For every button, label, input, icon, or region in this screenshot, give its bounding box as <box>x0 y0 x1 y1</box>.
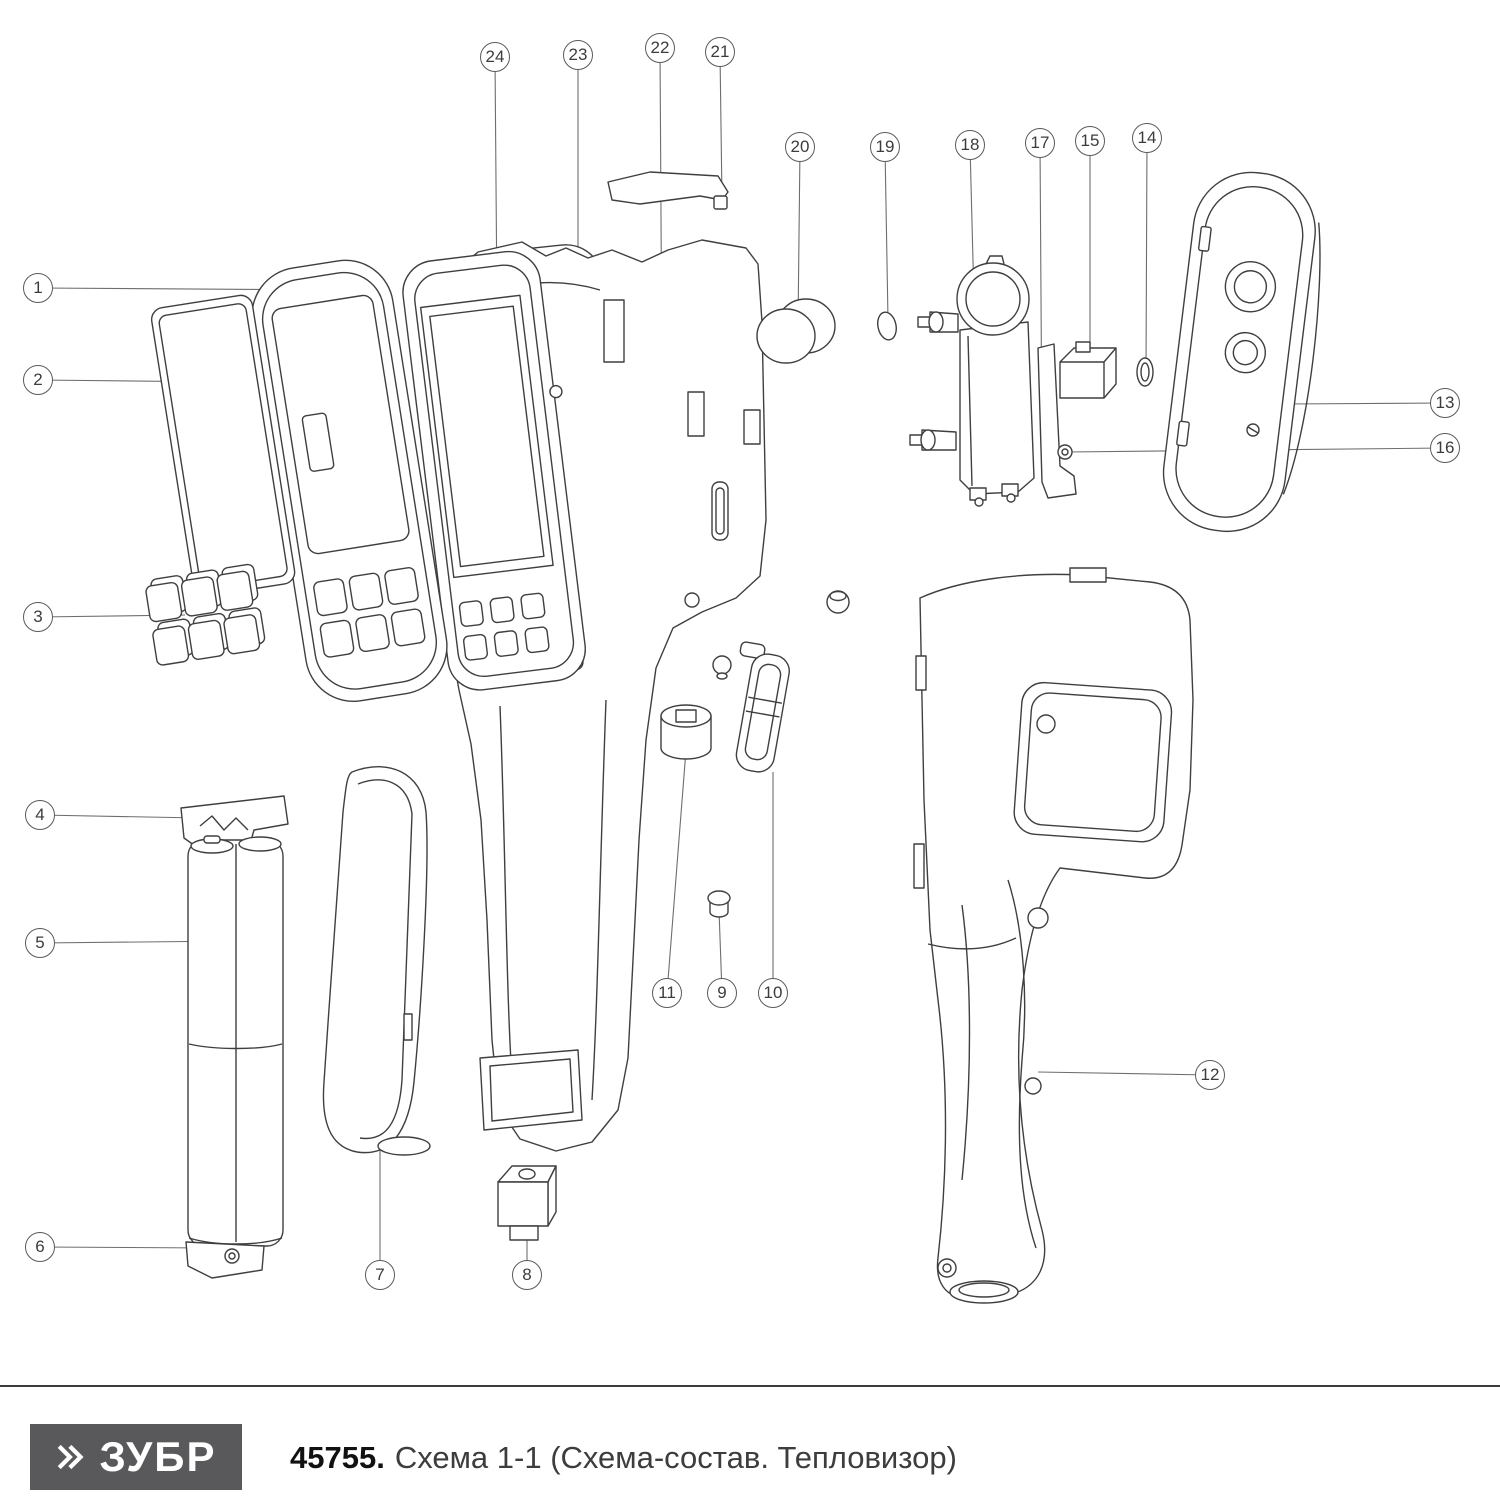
document-title: 45755. Схема 1-1 (Схема-состав. Тепловизо… <box>290 1440 957 1476</box>
brand-text: ЗУБР <box>99 1433 217 1480</box>
callout-6: 6 <box>25 1232 55 1262</box>
callout-19: 19 <box>870 132 900 162</box>
part-5-batteries <box>187 835 284 1247</box>
part-3-keypad <box>145 563 266 666</box>
callout-13: 13 <box>1430 388 1460 418</box>
footer-divider <box>0 1385 1500 1387</box>
brand-arrow-icon <box>58 1444 85 1470</box>
document-number: 45755. <box>290 1440 385 1475</box>
part-2-display-glass <box>150 294 296 597</box>
part-6-battery-contact-bottom <box>185 1241 265 1279</box>
callout-11: 11 <box>652 978 682 1008</box>
callout-8: 8 <box>512 1260 542 1290</box>
callout-5: 5 <box>25 928 55 958</box>
part-18-sensor-module <box>909 255 1035 507</box>
callout-2: 2 <box>23 365 53 395</box>
part-19-disc <box>877 311 897 341</box>
callout-21: 21 <box>705 37 735 67</box>
part-15-mount-block <box>1059 341 1117 399</box>
callout-10: 10 <box>758 978 788 1008</box>
brand-logo: ЗУБР <box>30 1424 242 1490</box>
callout-24: 24 <box>480 42 510 72</box>
part-17-bracket <box>1037 343 1077 499</box>
part-10-clip <box>735 641 790 773</box>
callout-20: 20 <box>785 132 815 162</box>
callout-1: 1 <box>23 273 53 303</box>
callout-15: 15 <box>1075 126 1105 156</box>
part-11-bushing <box>660 704 712 760</box>
part-20-lens-ring <box>756 298 836 364</box>
part-8-tripod-nut <box>497 1165 557 1241</box>
callout-22: 22 <box>645 33 675 63</box>
callout-23: 23 <box>563 40 593 70</box>
schema-title: Схема 1-1 (Схема-состав. Тепловизор) <box>394 1440 957 1475</box>
callout-18: 18 <box>955 130 985 160</box>
callout-12: 12 <box>1195 1060 1225 1090</box>
part-13-front-lens-cover <box>1162 171 1321 533</box>
callout-17: 17 <box>1025 128 1055 158</box>
part-1-front-bezel <box>251 259 448 702</box>
callout-16: 16 <box>1430 433 1460 463</box>
callout-14: 14 <box>1132 123 1162 153</box>
part-24-display-frame <box>402 250 586 691</box>
part-9-screw-plug <box>707 890 731 918</box>
part-14-lens-disc <box>1136 357 1154 387</box>
part-12-rear-housing <box>913 567 1194 1304</box>
part-16-screw <box>1246 423 1260 437</box>
callout-7: 7 <box>365 1260 395 1290</box>
part-ball-detent <box>826 590 850 614</box>
part-7-battery-cover <box>322 766 431 1156</box>
callout-9: 9 <box>707 978 737 1008</box>
part-pin <box>712 655 732 680</box>
callout-3: 3 <box>23 602 53 632</box>
callout-4: 4 <box>25 800 55 830</box>
part-21-top-cap <box>607 171 729 210</box>
